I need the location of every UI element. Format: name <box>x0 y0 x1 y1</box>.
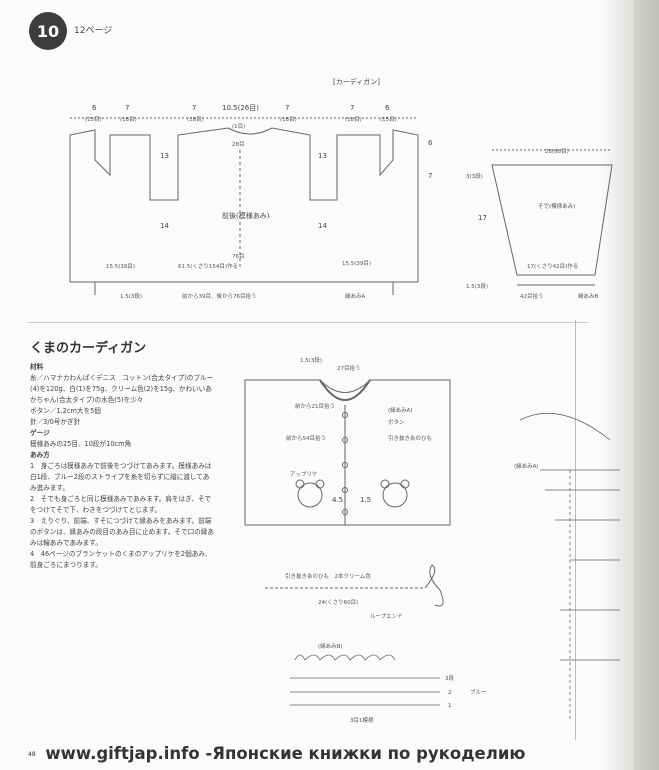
cardigan-label: [カーディガン] <box>333 77 380 86</box>
gauge-heading: ゲージ <box>30 429 50 437</box>
footer-watermark[interactable]: www.giftjap.info -Японские книжки по рук… <box>45 744 526 763</box>
materials-text: 糸／ハマナカわんぱくデニス コットン(合太タイプ)のブルー(4)を120g、白(… <box>30 374 214 404</box>
pattern-title: くまのカーディガン <box>30 341 147 356</box>
footer: 48 www.giftjap.info -Японские книжки по … <box>28 744 525 763</box>
sleeve-left-3: 3(3段) <box>466 172 483 180</box>
sleeve-top: 28(68目) <box>545 148 569 155</box>
step-2: 2 そでも身ごろと同じ模様あみであみます。肩をはぎ、そでをつけてそで下、わきをつ… <box>30 495 212 514</box>
edge-b-row1: 1 <box>448 703 452 709</box>
needle-text: 針／3/0号かぎ針 <box>30 418 81 426</box>
cardigan-front-illustration <box>244 379 451 526</box>
sleeve-bottom-note: 42目拾う <box>520 292 544 300</box>
side-13-left: 13 <box>160 152 169 160</box>
front-collar-27: 27目拾う <box>337 364 361 372</box>
right-6: 6 <box>428 139 433 147</box>
dim-sub-1: (15目) <box>85 116 102 123</box>
buttons-text: ボタン／1.2cm大を5個 <box>30 407 101 415</box>
bottom-note: 前から39目、後から76目拾う <box>182 292 257 300</box>
materials-heading: 材料 <box>30 363 44 371</box>
side-13-right: 13 <box>318 152 327 160</box>
dim-top-4: 10.5(26目) <box>222 104 259 112</box>
edge-b-bottom: 3目1模様 <box>350 716 374 724</box>
instructions: 材料 糸／ハマナカわんぱくデニス コットン(合太タイプ)のブルー(4)を120g… <box>30 362 215 571</box>
bottom-155-right: 15.5(39目) <box>342 260 371 267</box>
side-14-left: 14 <box>160 222 169 230</box>
front-edge-a: (縁あみA) <box>388 406 413 414</box>
body-diagram <box>69 117 419 295</box>
dim-sub-4: (1目) <box>232 123 245 130</box>
dim-top-7: 6 <box>385 104 390 112</box>
page-gutter <box>634 0 659 770</box>
cord-length: 24(くさり60目) <box>318 599 358 606</box>
dim-sub-2: (18目) <box>120 116 137 123</box>
front-pick: 前から21目拾う <box>295 402 335 410</box>
edge-b-row2: 2 <box>448 690 452 696</box>
edge-a-chart-label: (縁あみA) <box>514 462 539 470</box>
edge-b-chart <box>290 654 440 706</box>
front-45: 4.5 <box>332 496 343 504</box>
bottom-615: 61.5(くさり154目)作る <box>178 262 238 270</box>
column-divider <box>575 320 576 740</box>
edge-b-row3: 3段 <box>445 674 454 682</box>
page-shadow <box>600 0 659 770</box>
front-from-front: 前から54目拾う <box>286 434 326 442</box>
step-3: 3 えりぐり、前端、すそにつづけて縁あみをあみます。前端のボタンは、縁あみの段目… <box>30 517 214 547</box>
body-center-label: 前後(模様あみ) <box>222 211 270 220</box>
front-applique: アップリケ <box>290 471 318 478</box>
sleeve-bottom: 17(くさり42目)作る <box>527 262 578 270</box>
gauge-text: 模様あみの25目、10段が10cm角 <box>30 440 132 448</box>
bottom-76: 76目 <box>232 253 245 260</box>
cord-loop: ループエンド <box>370 613 403 620</box>
dim-sub-7: (15目) <box>380 116 397 123</box>
step-1: 1 身ごろは模様あみで前後をつづけてあみます。模様あみは白1段、ブルー2段のスト… <box>30 462 212 492</box>
cord-label: 引き抜き糸のひも 2本クリーム色 <box>285 572 371 580</box>
edge-b-label: (縁あみB) <box>318 642 343 650</box>
dim-sub-3: (18目) <box>187 116 204 123</box>
cord-illustration <box>265 564 444 607</box>
edge-a-label: 縁あみA <box>345 292 366 300</box>
dim-sub-5: (18目) <box>280 116 297 123</box>
sleeve-left-17: 17 <box>478 214 487 222</box>
sleeve-diagram <box>491 149 613 286</box>
sleeve-edge: 縁あみB <box>578 292 599 300</box>
page-reference: 12ページ <box>74 26 113 36</box>
bottom-15: 1.5(3段) <box>120 292 142 300</box>
edge-a-chart <box>519 412 620 720</box>
dim-top-2: 7 <box>125 104 129 112</box>
sleeve-left-15: 1.5(3段) <box>466 282 488 290</box>
neck-label: 28目 <box>232 141 245 148</box>
section-divider <box>28 322 588 323</box>
dim-top-1: 6 <box>92 104 97 112</box>
sleeve-center: そで(模様あみ) <box>538 202 575 210</box>
right-7: 7 <box>428 172 432 180</box>
side-14-right: 14 <box>318 222 327 230</box>
bottom-155-left: 15.5(39目) <box>106 263 135 270</box>
edge-b-blue: ブルー <box>470 688 487 696</box>
dim-top-5: 7 <box>285 104 289 112</box>
dim-top-3: 7 <box>192 104 196 112</box>
dim-top-6: 7 <box>350 104 354 112</box>
dim-sub-6: (18目) <box>345 116 362 123</box>
page-number-badge: 10 <box>29 12 67 50</box>
step-4: 4 46ページのブランケットのくまのアップリケを2個あみ、前身ごろにまつります。 <box>30 550 212 569</box>
footer-page-number: 48 <box>28 751 36 758</box>
method-heading: あみ方 <box>30 451 50 459</box>
front-top-15: 1.5(3段) <box>300 356 322 364</box>
front-string: 引き抜き糸のひも <box>388 434 432 442</box>
front-15: 1.5 <box>360 496 371 504</box>
front-button: ボタン <box>388 418 405 426</box>
